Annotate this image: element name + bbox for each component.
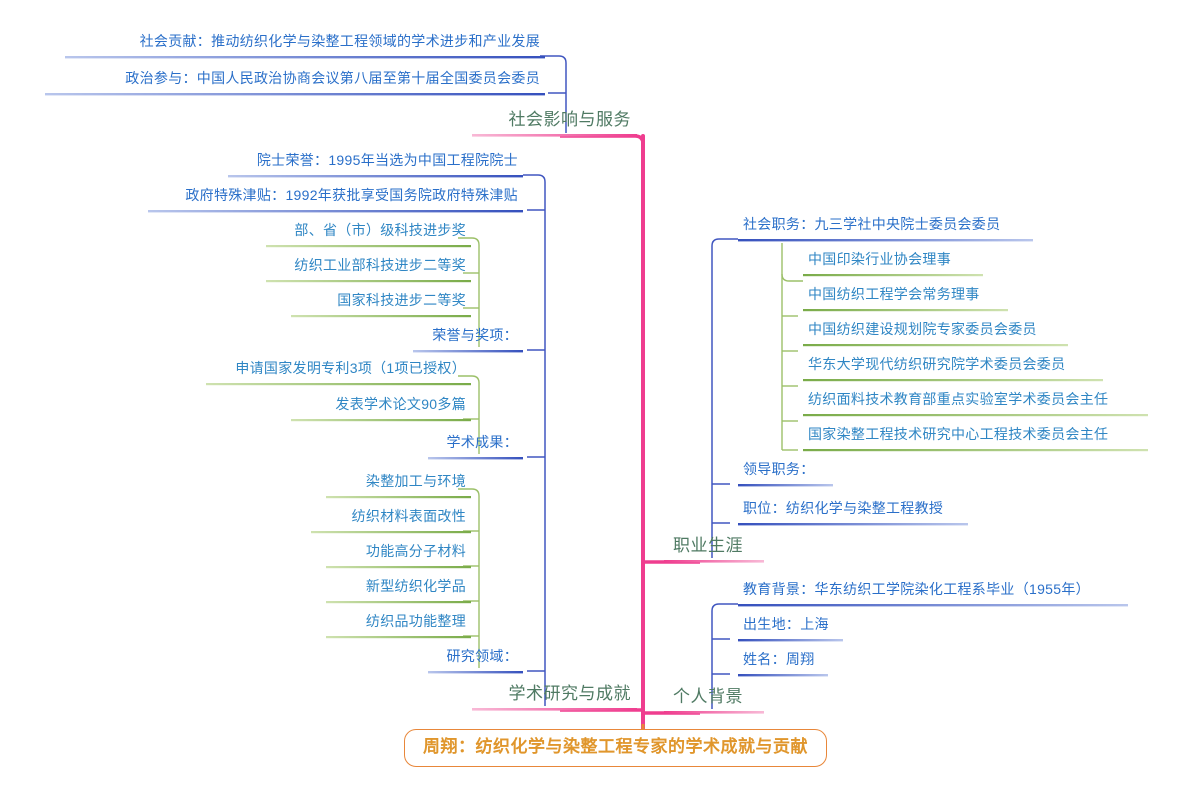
underline-assoc-donghua <box>803 379 1103 382</box>
node-social-duty[interactable]: 社会职务：九三学社中央院士委员会委员 <box>743 216 1001 232</box>
underline-fields <box>428 671 523 674</box>
node-field-surface-modification[interactable]: 纺织材料表面改性 <box>351 508 466 524</box>
conn-career-l2-spine <box>711 238 738 558</box>
underline-personal <box>664 711 764 714</box>
underline-name <box>738 674 828 677</box>
underline-assoc-lab <box>803 414 1148 417</box>
underline-assoc-center <box>803 449 1148 452</box>
node-award-provincial[interactable]: 部、省（市）级科技进步奖 <box>294 222 466 238</box>
underline-award-ministry <box>266 280 471 283</box>
node-social-impact[interactable]: 社会影响与服务 <box>508 110 631 129</box>
node-research-fields[interactable]: 研究领域： <box>446 648 518 664</box>
underline-assoc-print <box>803 274 983 277</box>
node-birthplace[interactable]: 出生地：上海 <box>743 616 829 632</box>
underline-papers <box>291 419 471 422</box>
underline-academician <box>228 175 523 178</box>
node-field-functional-finishing[interactable]: 纺织品功能整理 <box>365 613 466 629</box>
node-government-allowance[interactable]: 政府特殊津贴：1992年获批享受国务院政府特殊津贴 <box>185 187 518 203</box>
underline-assoc-plan <box>803 344 1068 347</box>
node-assoc-planning-institute[interactable]: 中国纺织建设规划院专家委员会委员 <box>808 321 1037 337</box>
underline-social-duty <box>738 239 1033 242</box>
underline-award-provincial <box>266 245 471 248</box>
node-name[interactable]: 姓名：周翔 <box>743 651 815 667</box>
underline-honors <box>413 350 523 353</box>
underline-education <box>738 604 1128 607</box>
conn-academic-l2-spine <box>523 174 546 706</box>
underline-political-participation <box>45 93 545 96</box>
underline-field-finish <box>326 636 471 639</box>
node-assoc-printing-dyeing[interactable]: 中国印染行业协会理事 <box>808 251 951 267</box>
node-award-national[interactable]: 国家科技进步二等奖 <box>337 292 466 308</box>
node-assoc-engineering-center[interactable]: 国家染整工程技术研究中心工程技术委员会主任 <box>808 426 1109 442</box>
node-career[interactable]: 职业生涯 <box>673 536 743 555</box>
underline-achievements <box>428 457 523 460</box>
node-position-professor[interactable]: 职位：纺织化学与染整工程教授 <box>743 500 944 516</box>
node-social-contribution[interactable]: 社会贡献：推动纺织化学与染整工程领域的学术进步和产业发展 <box>139 33 540 49</box>
node-assoc-key-lab[interactable]: 纺织面料技术教育部重点实验室学术委员会主任 <box>808 391 1109 407</box>
underline-position <box>738 523 968 526</box>
node-personal-background[interactable]: 个人背景 <box>673 687 743 706</box>
node-root-title[interactable]: 周翔：纺织化学与染整工程专家的学术成就与贡献 <box>404 729 827 767</box>
node-academician-honor[interactable]: 院士荣誉：1995年当选为中国工程院院士 <box>256 152 518 168</box>
node-leadership-positions[interactable]: 领导职务： <box>743 461 815 477</box>
node-academic-research[interactable]: 学术研究与成就 <box>508 684 631 703</box>
trunk-arm-social-impact <box>560 134 645 145</box>
underline-assoc-textile <box>803 309 1008 312</box>
underline-field-env <box>326 496 471 499</box>
node-education-background[interactable]: 教育背景：华东纺织工学院染化工程系毕业（1955年） <box>743 581 1090 597</box>
node-political-participation[interactable]: 政治参与：中国人民政治协商会议第八届至第十届全国委员会委员 <box>125 70 540 86</box>
underline-leadership <box>738 484 833 487</box>
underline-field-chem <box>326 601 471 604</box>
node-assoc-donghua-institute[interactable]: 华东大学现代纺织研究院学术委员会委员 <box>808 356 1066 372</box>
node-field-dyeing-environment[interactable]: 染整加工与环境 <box>365 473 466 489</box>
node-papers[interactable]: 发表学术论文90多篇 <box>335 396 466 412</box>
underline-award-national <box>291 315 471 318</box>
node-honors-awards[interactable]: 荣誉与奖项： <box>432 327 518 343</box>
node-field-functional-polymer[interactable]: 功能高分子材料 <box>365 543 466 559</box>
underline-academic-research <box>472 708 637 711</box>
node-academic-achievements[interactable]: 学术成果： <box>446 434 518 450</box>
underline-allowance <box>148 210 523 213</box>
node-award-ministry[interactable]: 纺织工业部科技进步二等奖 <box>294 257 466 273</box>
underline-birthplace <box>738 639 843 642</box>
underline-career <box>664 560 764 563</box>
underline-social-impact <box>472 134 637 137</box>
underline-social-contribution <box>65 56 545 59</box>
underline-patents <box>206 383 471 386</box>
conn-duty-l3-spine-top <box>781 243 803 282</box>
underline-field-surface <box>311 531 471 534</box>
node-assoc-textile-engineering[interactable]: 中国纺织工程学会常务理事 <box>808 286 980 302</box>
underline-field-polymer <box>326 566 471 569</box>
node-patents[interactable]: 申请国家发明专利3项（1项已授权） <box>235 360 466 376</box>
node-field-new-chemicals[interactable]: 新型纺织化学品 <box>365 578 466 594</box>
